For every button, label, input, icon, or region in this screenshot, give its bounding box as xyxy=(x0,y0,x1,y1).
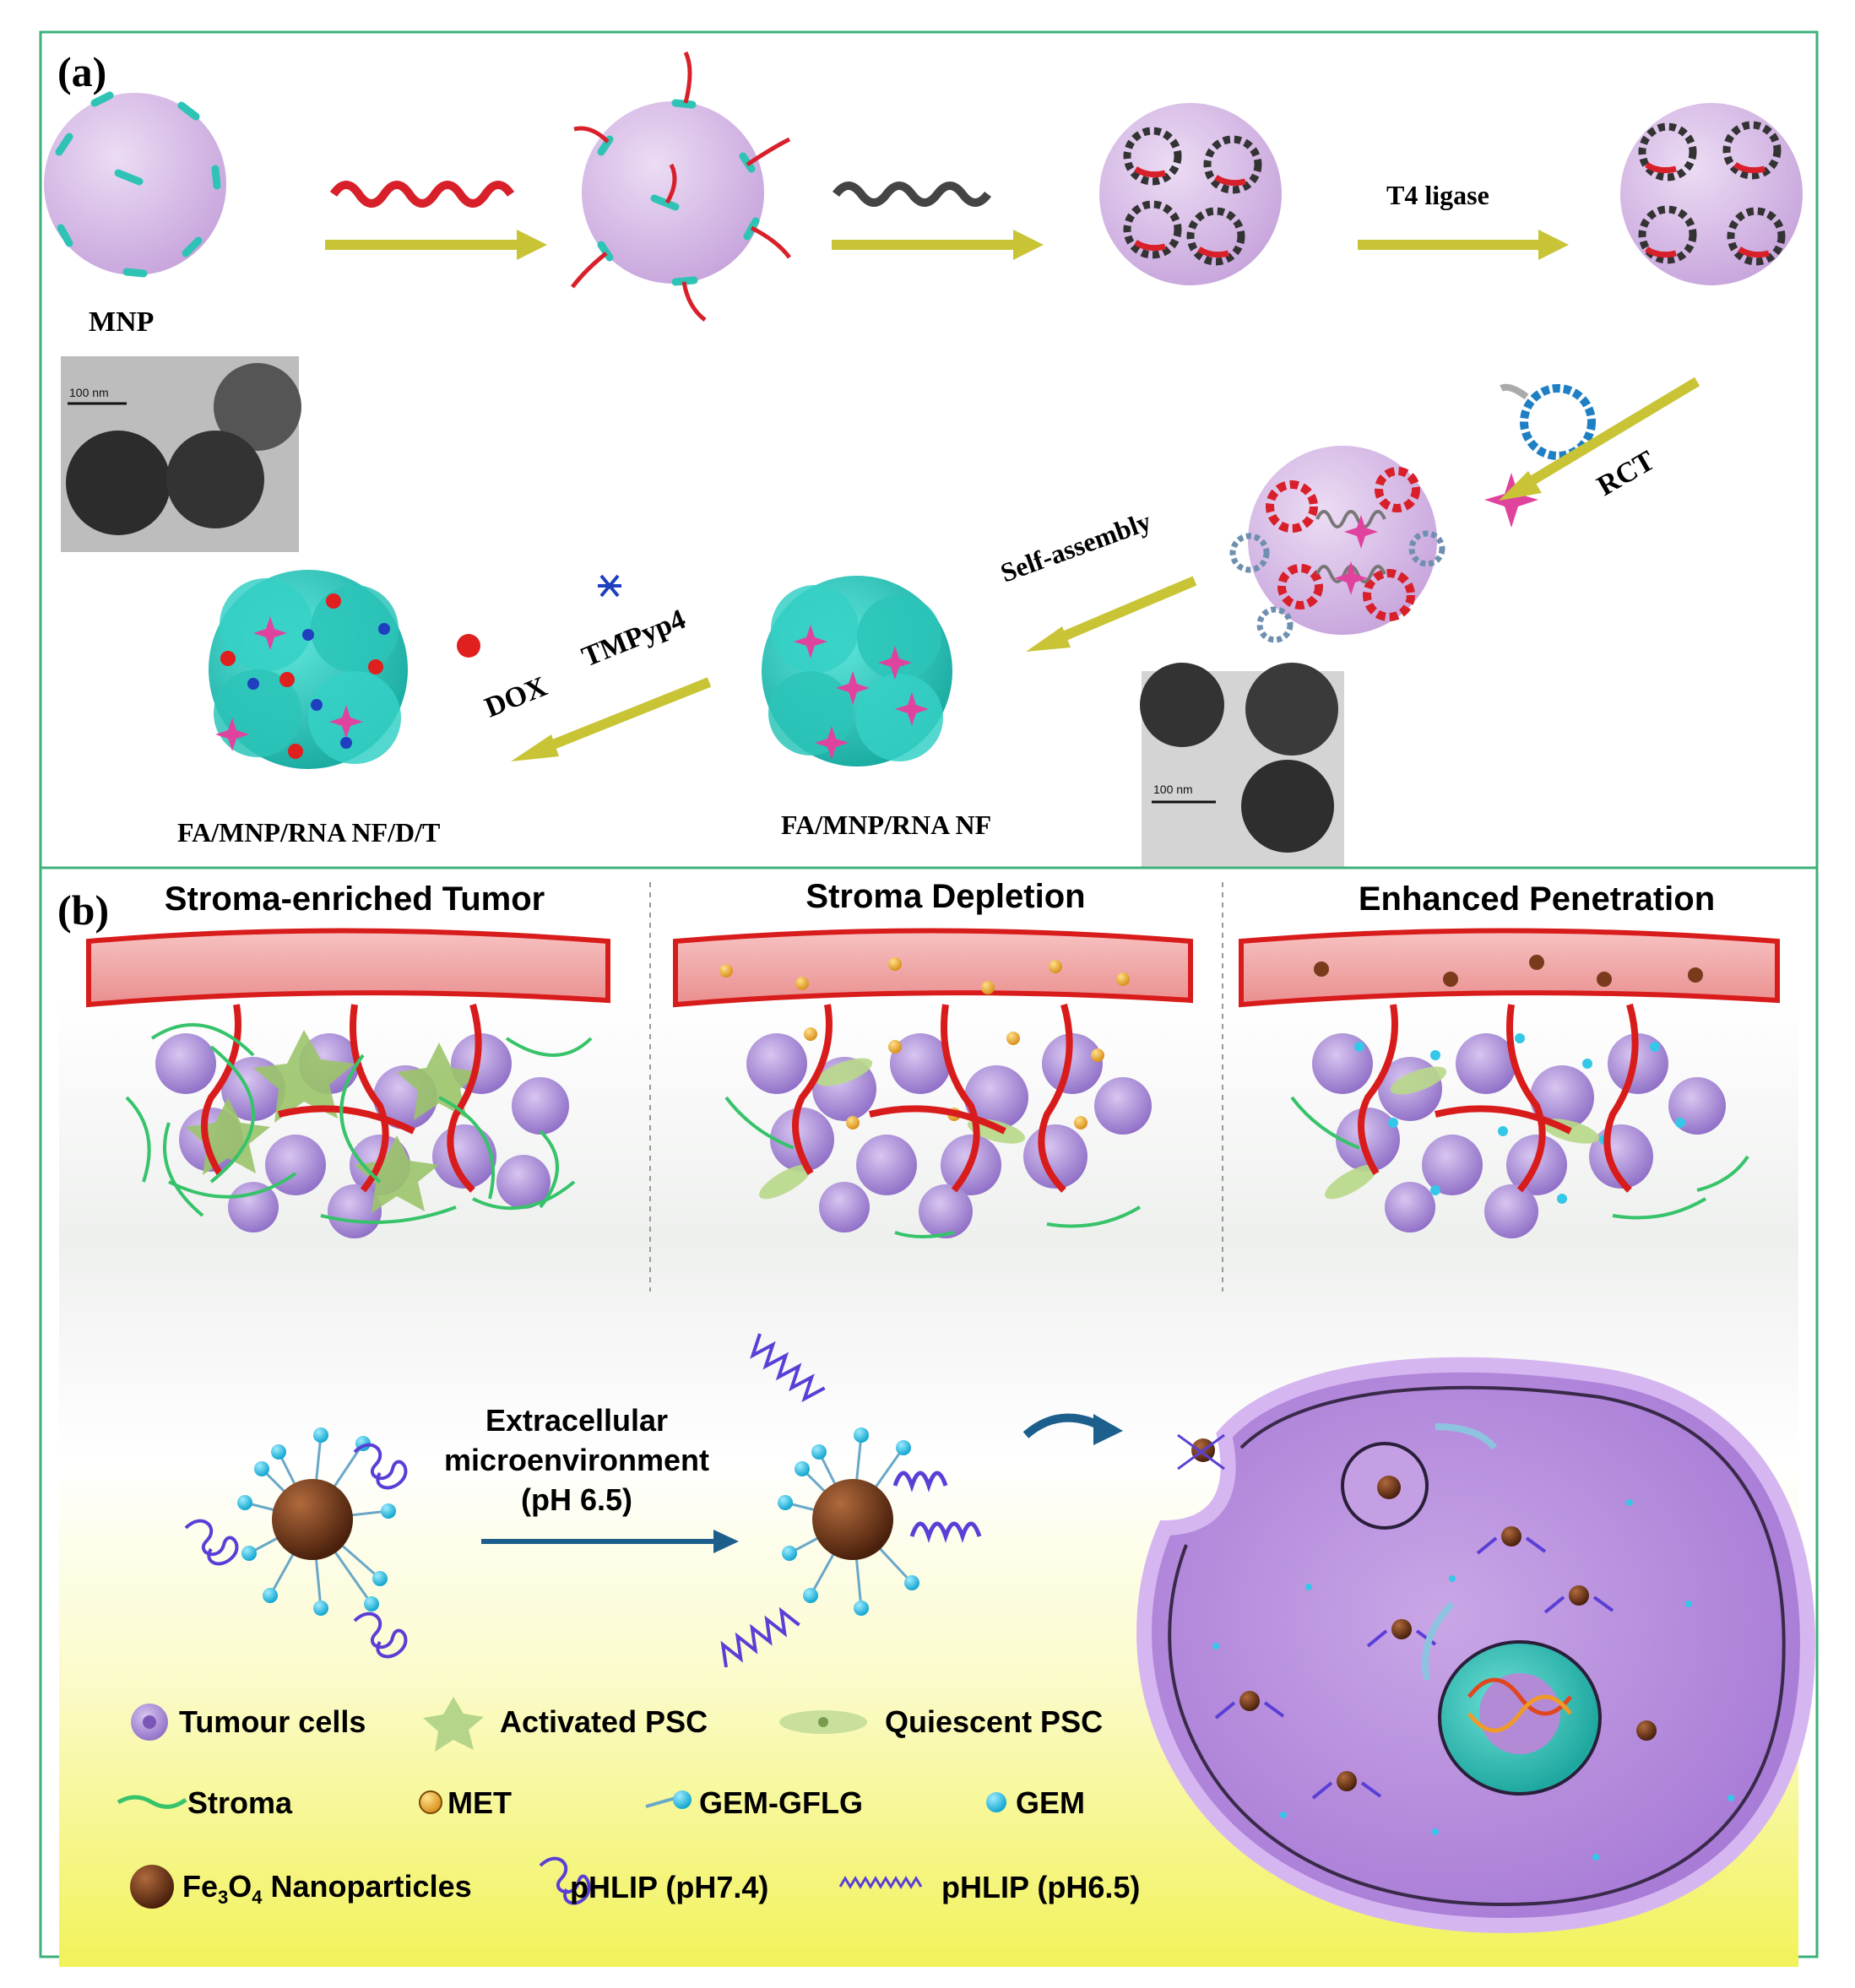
panel-a-label: (a) xyxy=(57,48,106,95)
grey-template-strand xyxy=(833,181,991,207)
title-stroma-depletion: Stroma Depletion xyxy=(805,878,1085,915)
tem-scale-1: 100 nm xyxy=(69,386,109,399)
np-ph65 xyxy=(720,1333,982,1668)
t4-ligase-label: T4 ligase xyxy=(1386,180,1489,210)
legend-gem: GEM xyxy=(1016,1785,1085,1820)
tem-image-1: 100 nm xyxy=(61,356,301,552)
drug-loaded-nanoflower xyxy=(209,570,408,769)
legend-stroma: Stroma xyxy=(187,1785,293,1820)
uptake-arrow-head xyxy=(1093,1414,1123,1445)
mnp-rct-particle xyxy=(1229,446,1445,643)
tumor-scene-2 xyxy=(673,928,1193,1238)
tumor-scene-3 xyxy=(1239,928,1780,1238)
process-arrow xyxy=(481,1530,739,1553)
phlip74-icon xyxy=(539,1856,591,1905)
uptake-arrow xyxy=(1022,1413,1104,1438)
polymerase-star-icon xyxy=(1484,473,1538,528)
panel-b-label: (b) xyxy=(57,886,109,934)
mnp-hybrid-particle xyxy=(1099,103,1282,285)
nfdt-label: FA/MNP/RNA NF/D/T xyxy=(177,817,440,848)
legend: Tumour cells Activated PSC Quiescent PSC… xyxy=(117,1697,1140,1909)
dox-dot-icon xyxy=(457,634,480,658)
panel-b: (b) Stroma-enriched Tumor Stroma Depleti… xyxy=(39,866,1819,1967)
legend-met: MET xyxy=(447,1785,512,1820)
fe3o4-icon xyxy=(130,1865,174,1909)
title-enhanced-penetration: Enhanced Penetration xyxy=(1359,880,1715,918)
tem-scale-2: 100 nm xyxy=(1153,783,1193,796)
arrow-1 xyxy=(325,230,547,260)
legend-phlip65: pHLIP (pH6.5) xyxy=(941,1870,1140,1904)
process-text-line2: microenvironment xyxy=(444,1443,709,1477)
arrow-5 xyxy=(1026,576,1197,652)
arrow-6 xyxy=(511,677,712,761)
np-ph74 xyxy=(184,1427,408,1659)
process-text-line3: (pH 6.5) xyxy=(521,1482,632,1517)
met-icon xyxy=(419,1790,442,1814)
title-stroma-enriched: Stroma-enriched Tumor xyxy=(165,880,545,918)
red-rna-strand xyxy=(329,181,515,208)
tmpyp4-star-icon xyxy=(598,574,621,598)
tumor-scene-1 xyxy=(86,928,610,1238)
mnp-label: MNP xyxy=(89,306,154,338)
legend-fe3o4: Fe3O4 Nanoparticles xyxy=(182,1869,472,1908)
rct-template-circle xyxy=(1500,383,1596,460)
process-text-line1: Extracellular xyxy=(485,1403,668,1438)
legend-tumour: Tumour cells xyxy=(179,1704,366,1739)
stroma-icon xyxy=(117,1795,187,1809)
arrow-4 xyxy=(1499,376,1700,501)
arrow-3 xyxy=(1358,230,1569,260)
activated-psc-icon xyxy=(423,1697,484,1752)
arrow-2 xyxy=(832,230,1044,260)
panel-a: (a) MNP 100 nm xyxy=(39,30,1819,869)
legend-phlip74: pHLIP (pH7.4) xyxy=(570,1870,768,1904)
nf-label: FA/MNP/RNA NF xyxy=(781,810,991,840)
mnp-particle xyxy=(44,91,226,278)
legend-gem-gflg: GEM-GFLG xyxy=(699,1785,863,1820)
legend-activated-psc: Activated PSC xyxy=(500,1704,708,1739)
rna-nanoflower xyxy=(762,576,952,766)
gem-gflg-icon xyxy=(645,1796,676,1808)
legend-quiescent-psc: Quiescent PSC xyxy=(885,1704,1103,1739)
tem-image-2: 100 nm xyxy=(1140,663,1344,867)
mnp-primer-particle xyxy=(571,51,791,322)
phlip65-icon xyxy=(838,1876,923,1889)
target-cell xyxy=(1136,1357,1815,1933)
mnp-ligated-particle xyxy=(1620,103,1803,285)
gem-icon xyxy=(986,1792,1006,1812)
